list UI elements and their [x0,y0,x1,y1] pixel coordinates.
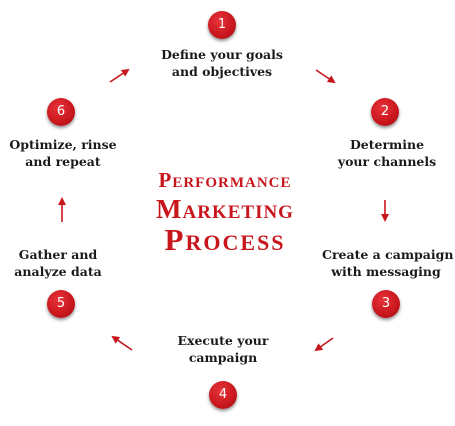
step-1-line-1: Define your goals [161,47,283,62]
title-line-1: Performance [158,168,292,192]
step-4-badge: 4 [209,381,237,409]
step-6-label: Optimize, rinse and repeat [4,136,122,170]
arrow-3-to-4 [314,337,334,352]
step-1-label: Define your goals and objectives [152,46,292,80]
step-1-badge: 1 [208,11,236,39]
step-5-badge: 5 [47,290,75,318]
step-1-line-2: and objectives [171,64,273,79]
step-3-line-2: with messaging [331,264,441,279]
title-line-3: Process [164,222,286,257]
title-line-2: Marketing [156,194,294,224]
step-4-line-1: Execute your [177,333,269,348]
step-6-badge: 6 [47,98,75,126]
step-3-badge: 3 [372,290,400,318]
step-3-line-1: Create a campaign [322,247,454,262]
step-2-badge: 2 [371,98,399,126]
step-4-label: Execute your campaign [162,332,284,366]
step-3-label: Create a campaign with messaging [322,246,454,280]
step-5-line-1: Gather and [18,247,98,262]
arrow-6-to-1 [109,68,130,83]
arrow-1-to-2 [315,69,336,84]
step-2-line-2: your channels [337,154,437,169]
step-4-line-2: campaign [188,350,258,365]
step-6-line-1: Optimize, rinse [9,137,117,152]
step-2-line-1: Determine [349,137,425,152]
arrow-4-to-5 [111,335,133,351]
step-5-label: Gather and analyze data [6,246,110,280]
step-6-line-2: and repeat [25,154,101,169]
step-2-label: Determine your channels [328,136,446,170]
step-5-line-2: analyze data [14,264,102,279]
